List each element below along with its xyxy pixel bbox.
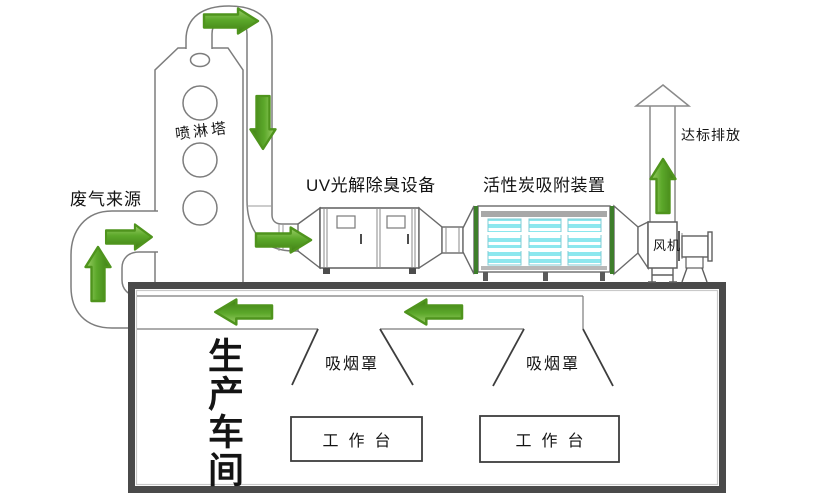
stack-rain-cap: [633, 84, 692, 107]
workbench-2-label: 工作台: [515, 433, 594, 450]
connector-duct: [441, 226, 464, 254]
carbon-inlet-funnel: [462, 205, 475, 275]
flow-arrow-up-icon: [649, 157, 677, 215]
fan-casing: [647, 221, 678, 269]
fan-stand: [648, 268, 677, 283]
carbon-adsorption-unit: [462, 204, 639, 281]
spray-tower-top-port: [189, 52, 211, 68]
workbench-2: [479, 415, 620, 463]
flow-arrows: [84, 7, 677, 326]
workshop-label: 生产车间: [203, 337, 244, 489]
fan-inlet-transition: [637, 220, 649, 271]
ceiling-duct: [137, 295, 584, 330]
motor-body: [681, 235, 709, 258]
uv-foot: [409, 268, 416, 274]
pipe-outer-line: [70, 210, 158, 329]
carbon-filter-panels: [487, 218, 602, 266]
carbon-foot: [600, 272, 605, 281]
uv-equipment: [297, 206, 464, 274]
uv-equipment-label: UV光解除臭设备: [306, 176, 436, 195]
carbon-shelf-line: [486, 232, 603, 235]
carbon-adsorption-label: 活性炭吸附装置: [483, 176, 606, 195]
motor-end-cap: [707, 231, 713, 262]
spray-tower-window: [182, 190, 218, 226]
flow-arrow-down-icon: [249, 94, 277, 151]
flow-arrow-up-icon: [84, 245, 112, 303]
uv-cabinet-frame-lines: [323, 208, 416, 268]
carbon-left-edge: [474, 206, 478, 274]
hood-left-slant: [291, 328, 319, 386]
uv-door-handle: [360, 234, 409, 244]
hood-right-slant: [582, 328, 614, 387]
carbon-top-band: [481, 211, 607, 217]
hood-right-slant: [379, 328, 414, 386]
uv-outlet-funnel: [418, 206, 443, 270]
motor-legs: [681, 267, 708, 283]
flow-arrow-right-icon: [254, 226, 313, 254]
pipe-outer-line: [185, 5, 298, 225]
stack-walls: [649, 106, 676, 222]
carbon-shelf-line: [486, 248, 603, 251]
flow-arrow-left-icon: [214, 298, 274, 326]
workshop-wall-highlight: [135, 289, 719, 486]
carbon-outlet-funnel: [613, 204, 639, 276]
smoke-hood-1: [291, 328, 414, 386]
workbench-1: [290, 416, 423, 462]
waste-gas-source-label: 废气来源: [70, 190, 142, 209]
flow-arrow-right-icon: [104, 223, 153, 251]
pipe-fill: [186, 6, 298, 251]
spray-tower: [154, 47, 244, 290]
smoke-hood-2-label: 吸烟罩: [525, 356, 580, 373]
spray-tower-window: [182, 142, 218, 178]
carbon-right-edge: [610, 206, 614, 274]
workbench-1-label: 工作台: [322, 433, 401, 450]
carbon-bottom-band: [481, 266, 607, 270]
carbon-foot: [483, 272, 488, 281]
uv-door-window: [386, 215, 406, 229]
carbon-foot: [543, 272, 548, 281]
motor-bracket: [685, 256, 704, 269]
discharge-label: 达标排放: [681, 127, 741, 143]
carbon-filter-panel: [528, 218, 562, 266]
carbon-filter-panel: [567, 218, 602, 266]
hood-left-slant: [492, 328, 525, 387]
flow-arrow-left-icon: [404, 298, 464, 326]
uv-door-window: [336, 215, 356, 229]
fan-label: 风机: [653, 238, 682, 253]
smoke-hood-1-label: 吸烟罩: [324, 356, 379, 373]
carbon-filter-panel: [487, 218, 522, 266]
spray-tower-window: [182, 85, 218, 121]
connector-frame-lines: [445, 227, 460, 253]
uv-foot: [323, 268, 330, 274]
smoke-hood-2: [492, 328, 614, 387]
flow-arrow-right-icon: [202, 7, 260, 35]
exhaust-fan: [637, 220, 713, 283]
